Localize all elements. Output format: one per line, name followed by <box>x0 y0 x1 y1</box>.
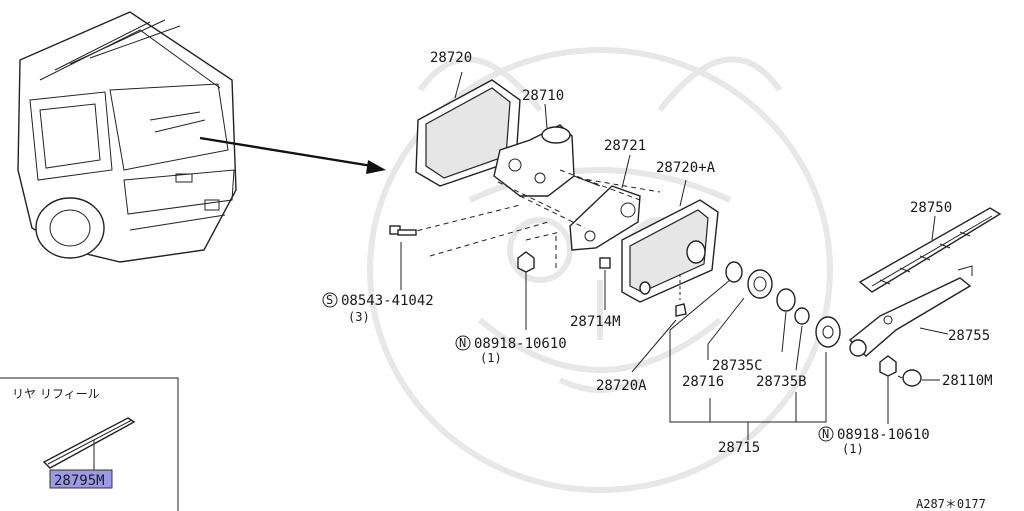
label-28110M: 28110M <box>942 373 993 389</box>
label-28716: 28716 <box>682 374 724 390</box>
watermark-emblem <box>367 47 833 493</box>
part-28714M-screw <box>599 257 611 310</box>
label-28755: 28755 <box>948 328 990 344</box>
label-28735C: 28735C <box>712 358 763 374</box>
part-28110M-cap <box>897 369 940 387</box>
label-28721: 28721 <box>604 138 646 154</box>
part-28735B-washer <box>794 307 841 348</box>
part-28716-grommet <box>725 261 773 299</box>
part-28735C-washer <box>776 288 796 312</box>
refill-highlight <box>49 469 113 489</box>
bolt-code: 08543-41042 <box>341 293 434 309</box>
footer-code: A287＊0177 <box>916 497 986 511</box>
part-28755-wiper-arm <box>848 265 973 357</box>
label-28720A: 28720A <box>596 378 647 394</box>
nut1-prefix-symbol: N <box>459 336 466 350</box>
part-nut-upper <box>517 251 535 330</box>
nut1-qty: (1) <box>480 351 502 365</box>
label-28720A-plus: 28720+A <box>656 160 716 176</box>
vehicle-illustration <box>17 11 237 263</box>
inset-refill-box: リヤ リフィール 28795M <box>0 377 179 511</box>
label-28750: 28750 <box>910 200 952 216</box>
label-bolt-group: S 08543-41042 (3) <box>322 292 434 324</box>
refill-part-number: 28795M <box>54 473 105 489</box>
part-28710-motor <box>493 103 601 197</box>
nut2-prefix-symbol: N <box>822 427 829 441</box>
label-nut2-group: N 08918-10610 (1) <box>818 426 930 456</box>
label-28714M: 28714M <box>570 314 621 330</box>
part-28750-wiper-blade <box>858 207 1002 293</box>
group-28715-leaders <box>669 279 827 440</box>
label-28720: 28720 <box>430 50 472 66</box>
nut1-code: 08918-10610 <box>474 336 567 352</box>
label-28710: 28710 <box>522 88 564 104</box>
part-28720A-plus-cover <box>621 179 719 303</box>
label-28735B: 28735B <box>756 374 807 390</box>
part-nut-lower <box>879 355 897 424</box>
bolt-qty: (3) <box>348 310 370 324</box>
bolt-prefix-symbol: S <box>326 293 333 307</box>
part-bolt-08543 <box>389 225 417 290</box>
label-28715: 28715 <box>718 440 760 456</box>
inset-title: リヤ リフィール <box>12 387 100 401</box>
label-nut1-group: N 08918-10610 (1) <box>455 335 567 365</box>
nut2-code: 08918-10610 <box>837 427 930 443</box>
nut2-qty: (1) <box>842 442 864 456</box>
part-28720A-clip <box>631 274 687 373</box>
assembly-lines <box>399 169 661 270</box>
pointer-arrow <box>199 136 386 174</box>
part-28721-bracket <box>569 154 641 251</box>
